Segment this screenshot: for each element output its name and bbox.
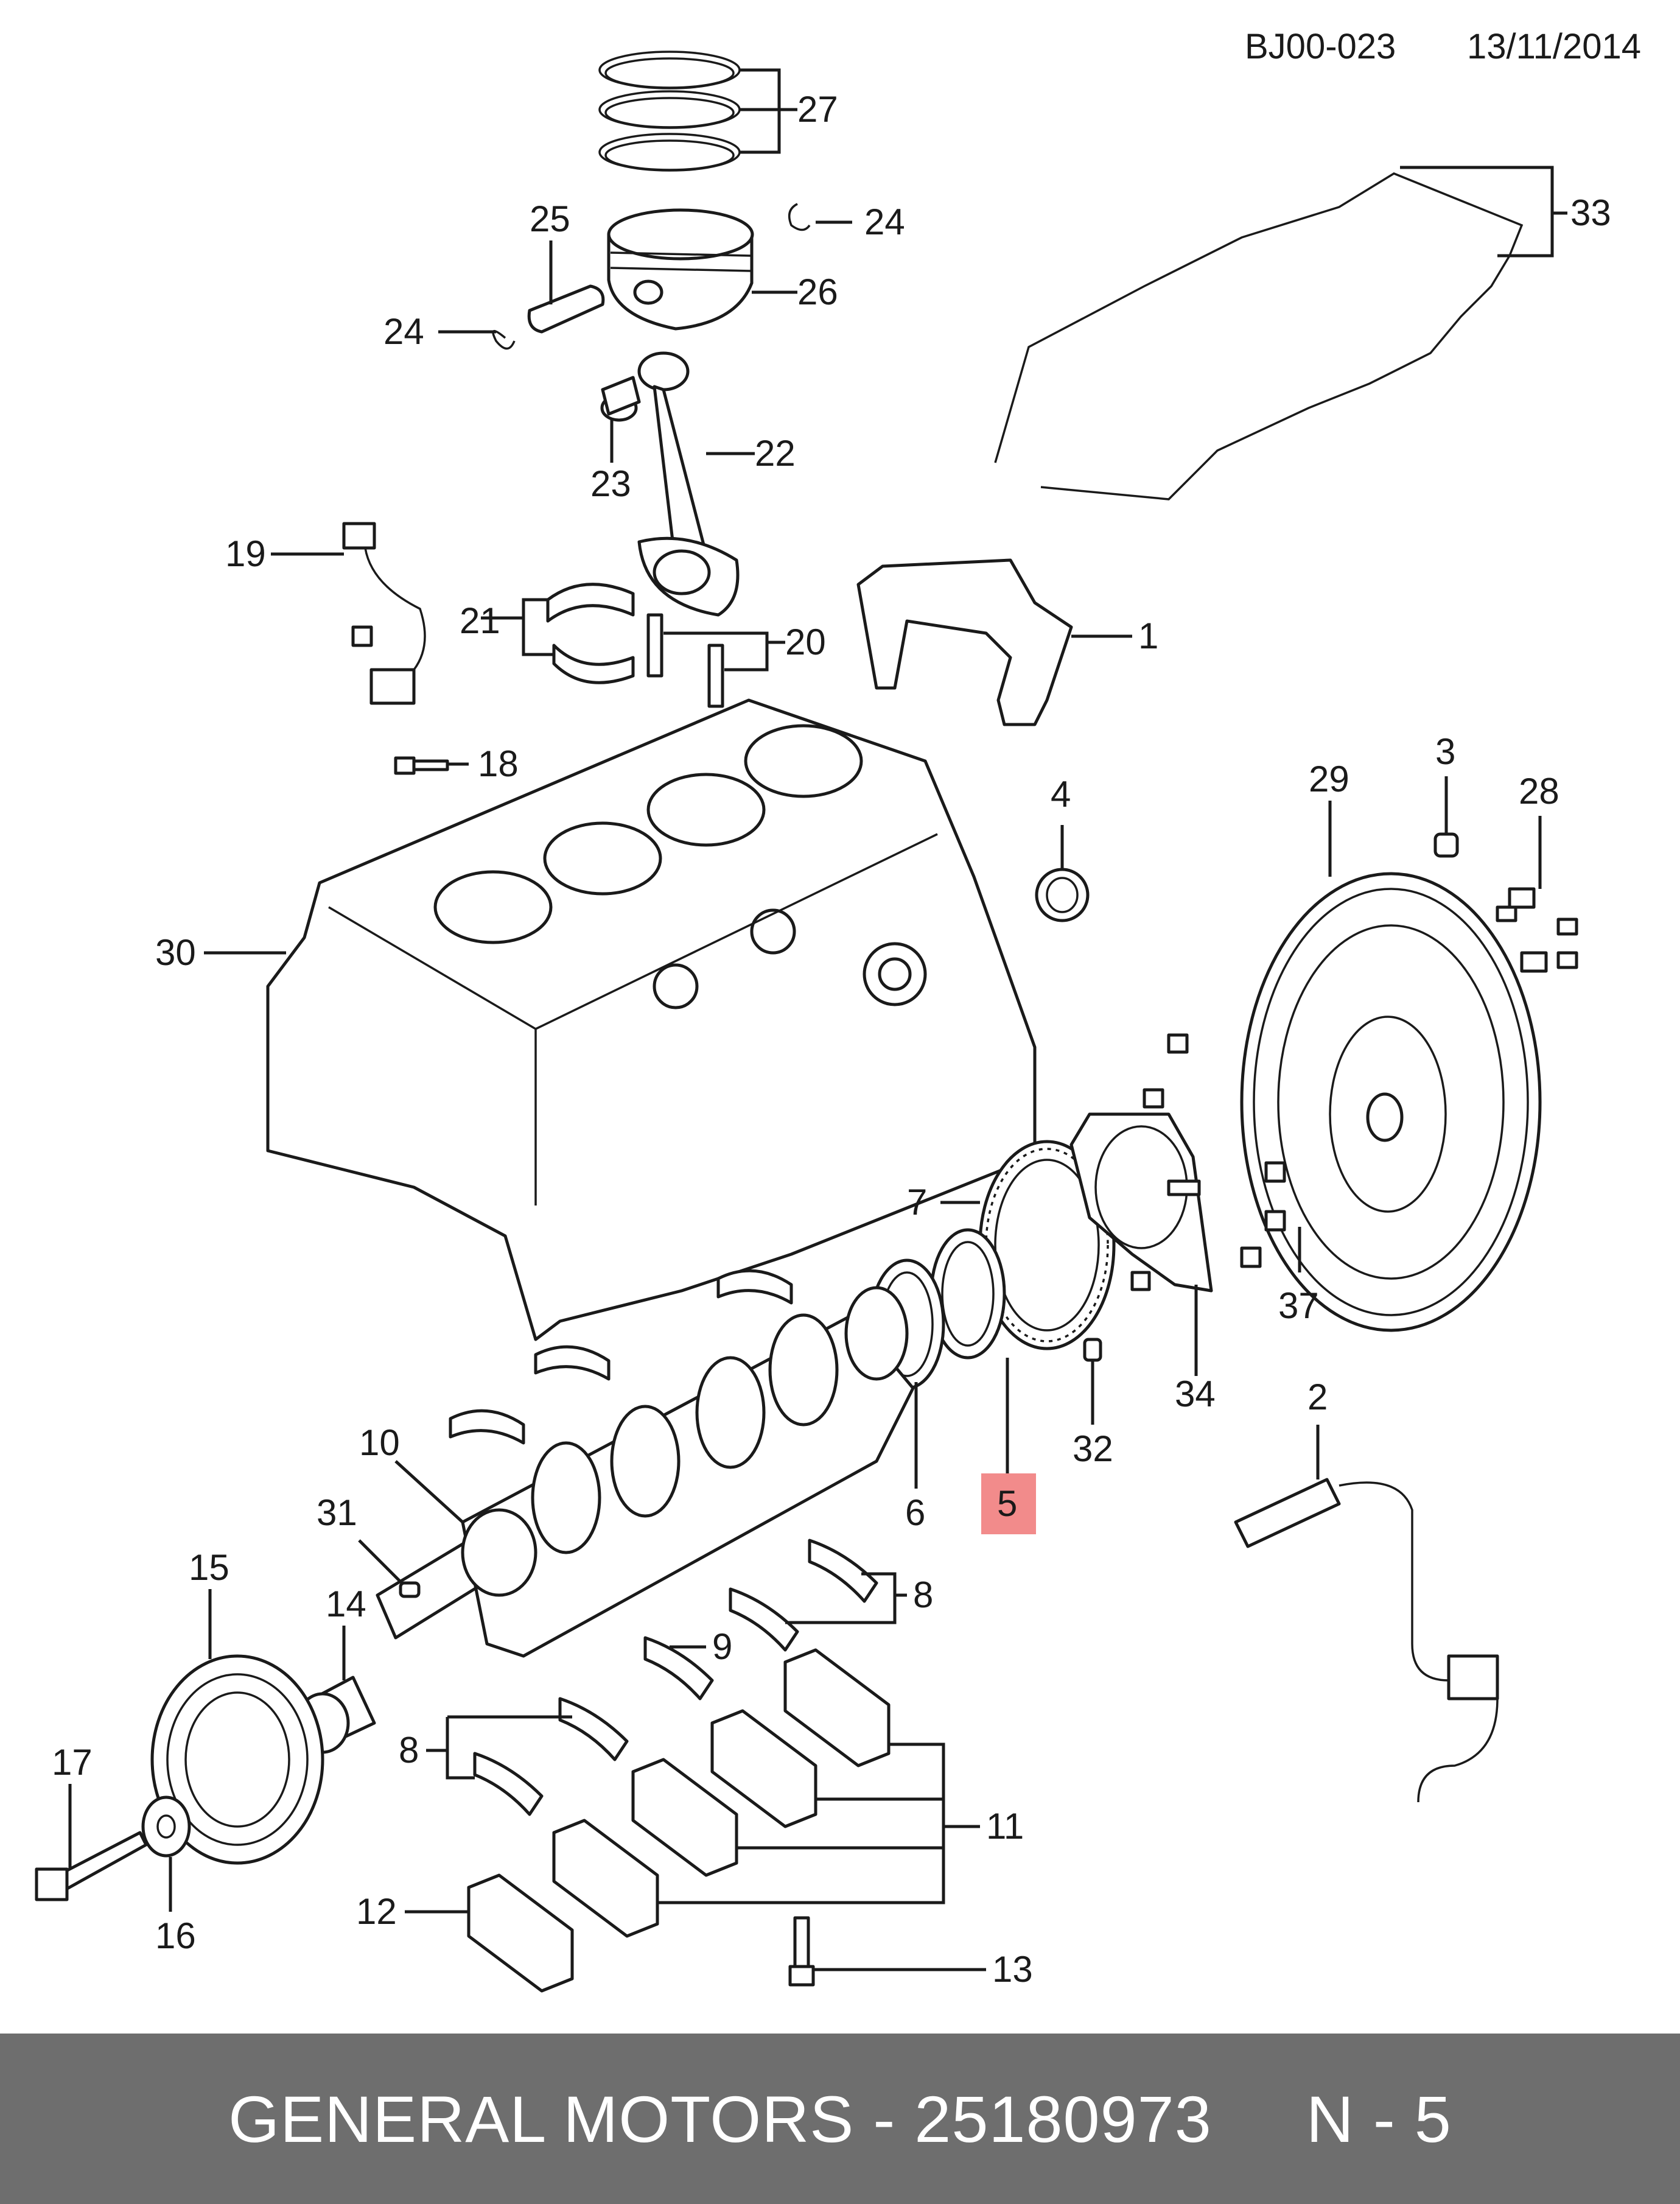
callout-37: 37 [1278,1285,1319,1326]
callout-6: 6 [905,1492,925,1533]
dowel-pin [1433,832,1459,858]
circlip-right [788,203,811,231]
callout-15: 15 [189,1547,229,1588]
oxygen-sensor [1234,1478,1499,1803]
bushing [600,376,641,422]
main-bearing-caps [467,1648,891,1993]
crank-pulley [150,1654,324,1865]
oil-seal [1035,868,1090,922]
footer-bar [0,2034,1680,2204]
callout-11: 11 [986,1806,1024,1847]
callout-28: 28 [1519,771,1559,812]
callout-8b: 8 [399,1730,419,1771]
callout-23: 23 [590,463,631,504]
callout-21: 21 [460,600,500,641]
callout-30: 30 [155,932,196,973]
callout-9: 9 [712,1626,732,1667]
piston [607,208,754,331]
callout-33: 33 [1570,192,1611,233]
callout-3: 3 [1435,731,1455,772]
callout-12: 12 [356,1891,397,1932]
highlight-box [981,1473,1036,1534]
bolt-18 [394,756,449,775]
callout-31: 31 [317,1492,357,1533]
pulley-washer [141,1795,191,1858]
callout-4: 4 [1051,774,1071,815]
callout-34: 34 [1175,1374,1216,1414]
footer-part-number: GENERAL MOTORS - 25180973 N - 5 [228,2082,1452,2156]
callout-24b: 24 [383,311,424,352]
callout-29: 29 [1309,759,1349,799]
callout-18: 18 [478,743,519,784]
callout-17: 17 [52,1742,93,1783]
callout-13: 13 [992,1949,1033,1990]
callout-14: 14 [326,1584,366,1624]
callout-20: 20 [785,622,826,662]
callout-22: 22 [755,433,796,474]
doc-date: 13/11/2014 [1467,27,1641,66]
doc-code: BJ00-023 [1245,27,1396,66]
callout-8a: 8 [913,1574,933,1615]
engine-block [266,698,1037,1341]
knock-sensor [342,522,426,705]
callout-32: 32 [1073,1428,1113,1469]
callout-25: 25 [530,198,570,239]
piston-pin [527,284,605,334]
callout-2: 2 [1307,1377,1328,1417]
circlip-left [492,330,516,350]
callout-19: 19 [225,533,266,574]
crank-key [399,1581,421,1598]
callout-16: 16 [155,1915,196,1956]
pulley-bolt [35,1831,148,1901]
cover-gasket [994,172,1524,500]
crankshaft [376,1286,915,1658]
rod-bearing-shells [546,583,635,684]
leader-lines [68,68,1567,1971]
dowel-32 [1083,1338,1102,1362]
seal-housing-bolts [1130,1033,1286,1291]
flywheel-bolts [1496,887,1578,973]
flywheel [1240,872,1542,1332]
cap-bolt [788,1916,815,1987]
callout-26: 26 [797,272,838,312]
rod-bolts [646,613,724,708]
connecting-rod [637,351,740,617]
callout-7: 7 [907,1182,927,1223]
main-bearing-shells [449,1269,878,1816]
piston-rings [598,51,741,172]
callout-10: 10 [359,1422,400,1463]
callout-5: 5 [997,1483,1017,1524]
callout-1: 1 [1138,616,1158,656]
callout-labels: 1 2 3 4 5 6 7 8 8 8 9 10 11 12 13 14 15 … [52,89,1611,1990]
callout-27: 27 [797,89,838,130]
callout-24a: 24 [864,202,905,242]
rear-bracket [856,558,1073,726]
